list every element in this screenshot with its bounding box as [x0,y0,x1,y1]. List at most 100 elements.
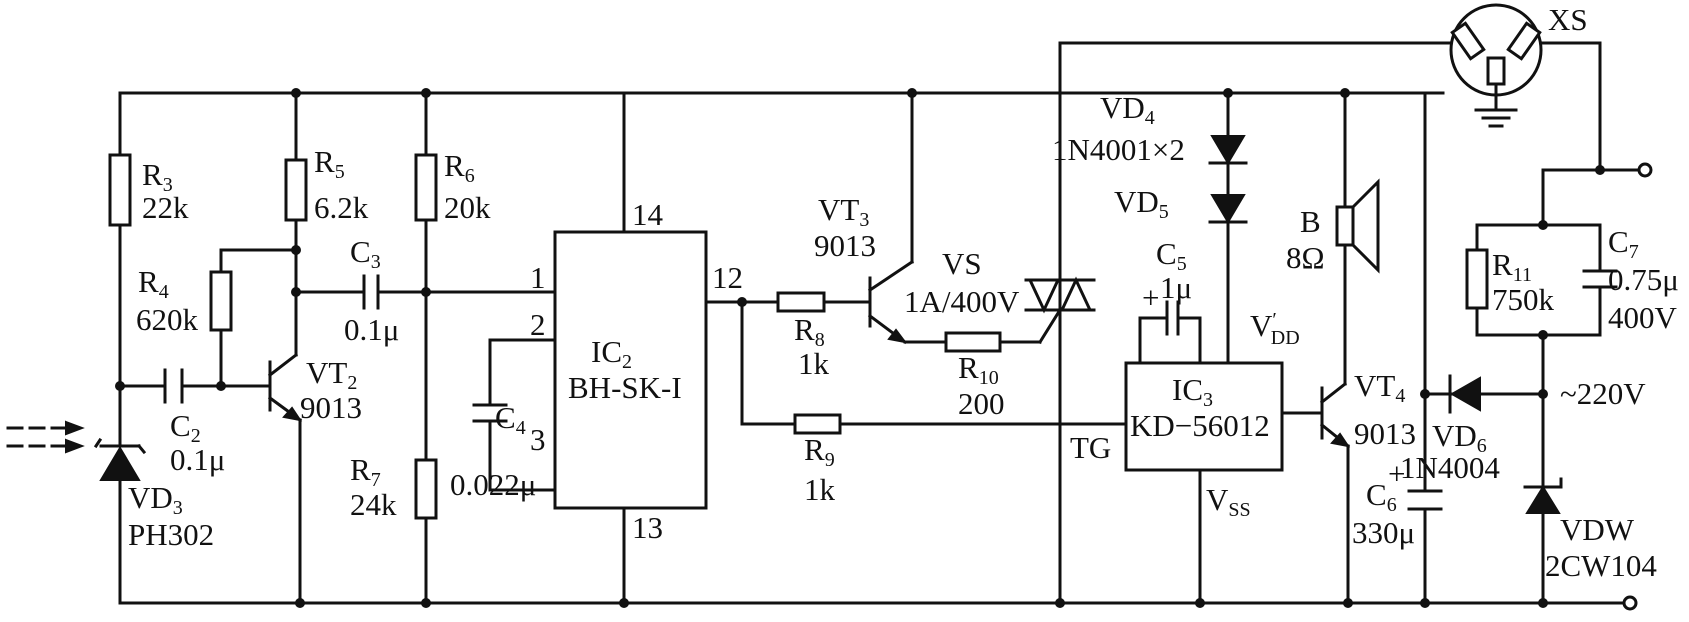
wires [118,41,1642,605]
r10-symbol [944,331,1002,353]
ic2-pin-1: 1 [530,260,546,295]
r10-label: R10 [958,350,999,389]
r3-value: 22k [142,190,189,225]
vt3-emitter-arrow [887,328,908,344]
r11-value: 750k [1492,282,1555,317]
r5-value: 6.2k [314,190,369,225]
ic2-label: IC2 [591,334,632,373]
r4-value: 620k [136,302,199,337]
socket-icon [1449,3,1543,128]
c3-symbol [362,274,380,310]
c7-label: C7 [1608,224,1639,263]
ic3-vdd-label: V′DD [1250,308,1300,349]
r11-label: R11 [1492,247,1532,286]
ic3-label: IC3 [1172,372,1213,411]
vt2-value: 9013 [300,390,362,425]
r8-symbol [776,291,826,313]
vd5-symbol [1208,194,1248,224]
vd3-photodiode-symbol [93,437,147,481]
vt3-label: VT3 [818,192,869,231]
ic2-pin-3: 3 [530,422,546,457]
speaker-icon [1335,178,1380,274]
r11-symbol [1465,248,1489,310]
ic2-value: BH-SK-I [568,370,682,405]
r4-symbol [209,270,233,332]
c2-symbol [163,368,184,404]
vt4-emitter-arrow [1330,432,1351,448]
vd6-value: 1N4004 [1400,450,1500,485]
vt3-value: 9013 [814,228,876,263]
r6-symbol [414,153,438,222]
c2-value: 0.1μ [170,442,225,477]
r9-value: 1k [804,472,836,507]
vs-label: VS [942,246,982,281]
vd5-label: VD5 [1114,184,1169,223]
vt4-value: 9013 [1354,416,1416,451]
r8-label: R8 [794,312,825,351]
r3-label: R3 [142,157,173,196]
c3-value: 0.1μ [344,312,399,347]
r5-label: R5 [314,144,345,183]
c4-symbol [472,403,508,423]
speaker-label: B [1300,204,1321,239]
r6-value: 20k [444,190,491,225]
vt2-label: VT2 [306,355,357,394]
c7-value: 0.75μ [1608,262,1679,297]
r10-value: 200 [958,386,1005,421]
ic2-pin-13: 13 [632,510,663,545]
socket-label: XS [1548,2,1588,37]
vd4-label: VD4 [1100,90,1155,129]
r3-symbol [108,153,132,227]
ic2-body [553,230,708,510]
light-rays-icon [6,420,85,454]
r9-label: R9 [804,432,835,471]
c4-label: C4 [495,400,526,439]
mains-label: ~220V [1560,376,1646,411]
mains-terminal-bottom [1622,595,1638,611]
c6-symbol: + [1388,456,1443,511]
c7-symbol [1582,269,1618,289]
ic2-pin-12: 12 [712,260,743,295]
r5-symbol [284,158,308,222]
vd4-symbol [1208,135,1248,165]
ic2-pin-2: 2 [530,307,546,342]
speaker-value: 8Ω [1286,240,1325,275]
c5-value: 1μ [1160,270,1192,305]
vs-value: 1A/400V [904,284,1020,319]
c6-label: C6 [1366,477,1397,516]
r7-symbol [414,458,438,520]
c5-label: C5 [1156,236,1187,275]
r9-symbol [793,413,842,435]
ic3-body [1124,361,1284,472]
svg-text:+: + [1142,280,1159,315]
r7-label: R7 [350,452,381,491]
ic3-tg-label: TG [1070,430,1111,465]
vs-triac-symbol [1024,268,1096,332]
c6-value: 330μ [1352,515,1415,550]
c4-value: 0.022μ [450,467,536,502]
vd3-value: PH302 [128,517,214,552]
mains-terminal-top [1637,162,1653,178]
vd4-value: 1N4001×2 [1052,132,1185,167]
junction-dots [115,88,1605,608]
ic2-pin-14: 14 [632,197,664,232]
vdw-zener-symbol [1523,477,1563,514]
r8-value: 1k [798,346,830,381]
vt4-label: VT4 [1354,368,1405,407]
r7-value: 24k [350,487,397,522]
ic3-vss-label: VSS [1206,482,1251,521]
c5-symbol: + [1142,280,1180,336]
c2-label: C2 [170,408,201,447]
r4-label: R4 [138,264,169,303]
vt2-emitter-arrow [282,406,303,422]
c3-label: C3 [350,234,381,273]
vd6-label: VD6 [1432,418,1487,457]
vd3-label: VD3 [128,480,183,519]
ic3-value: KD−56012 [1130,408,1270,443]
svg-text:+: + [1388,456,1405,491]
r6-label: R6 [444,148,475,187]
vd6-symbol [1448,374,1481,414]
vdw-label: VDW [1560,512,1635,547]
c7-voltage: 400V [1608,300,1678,335]
